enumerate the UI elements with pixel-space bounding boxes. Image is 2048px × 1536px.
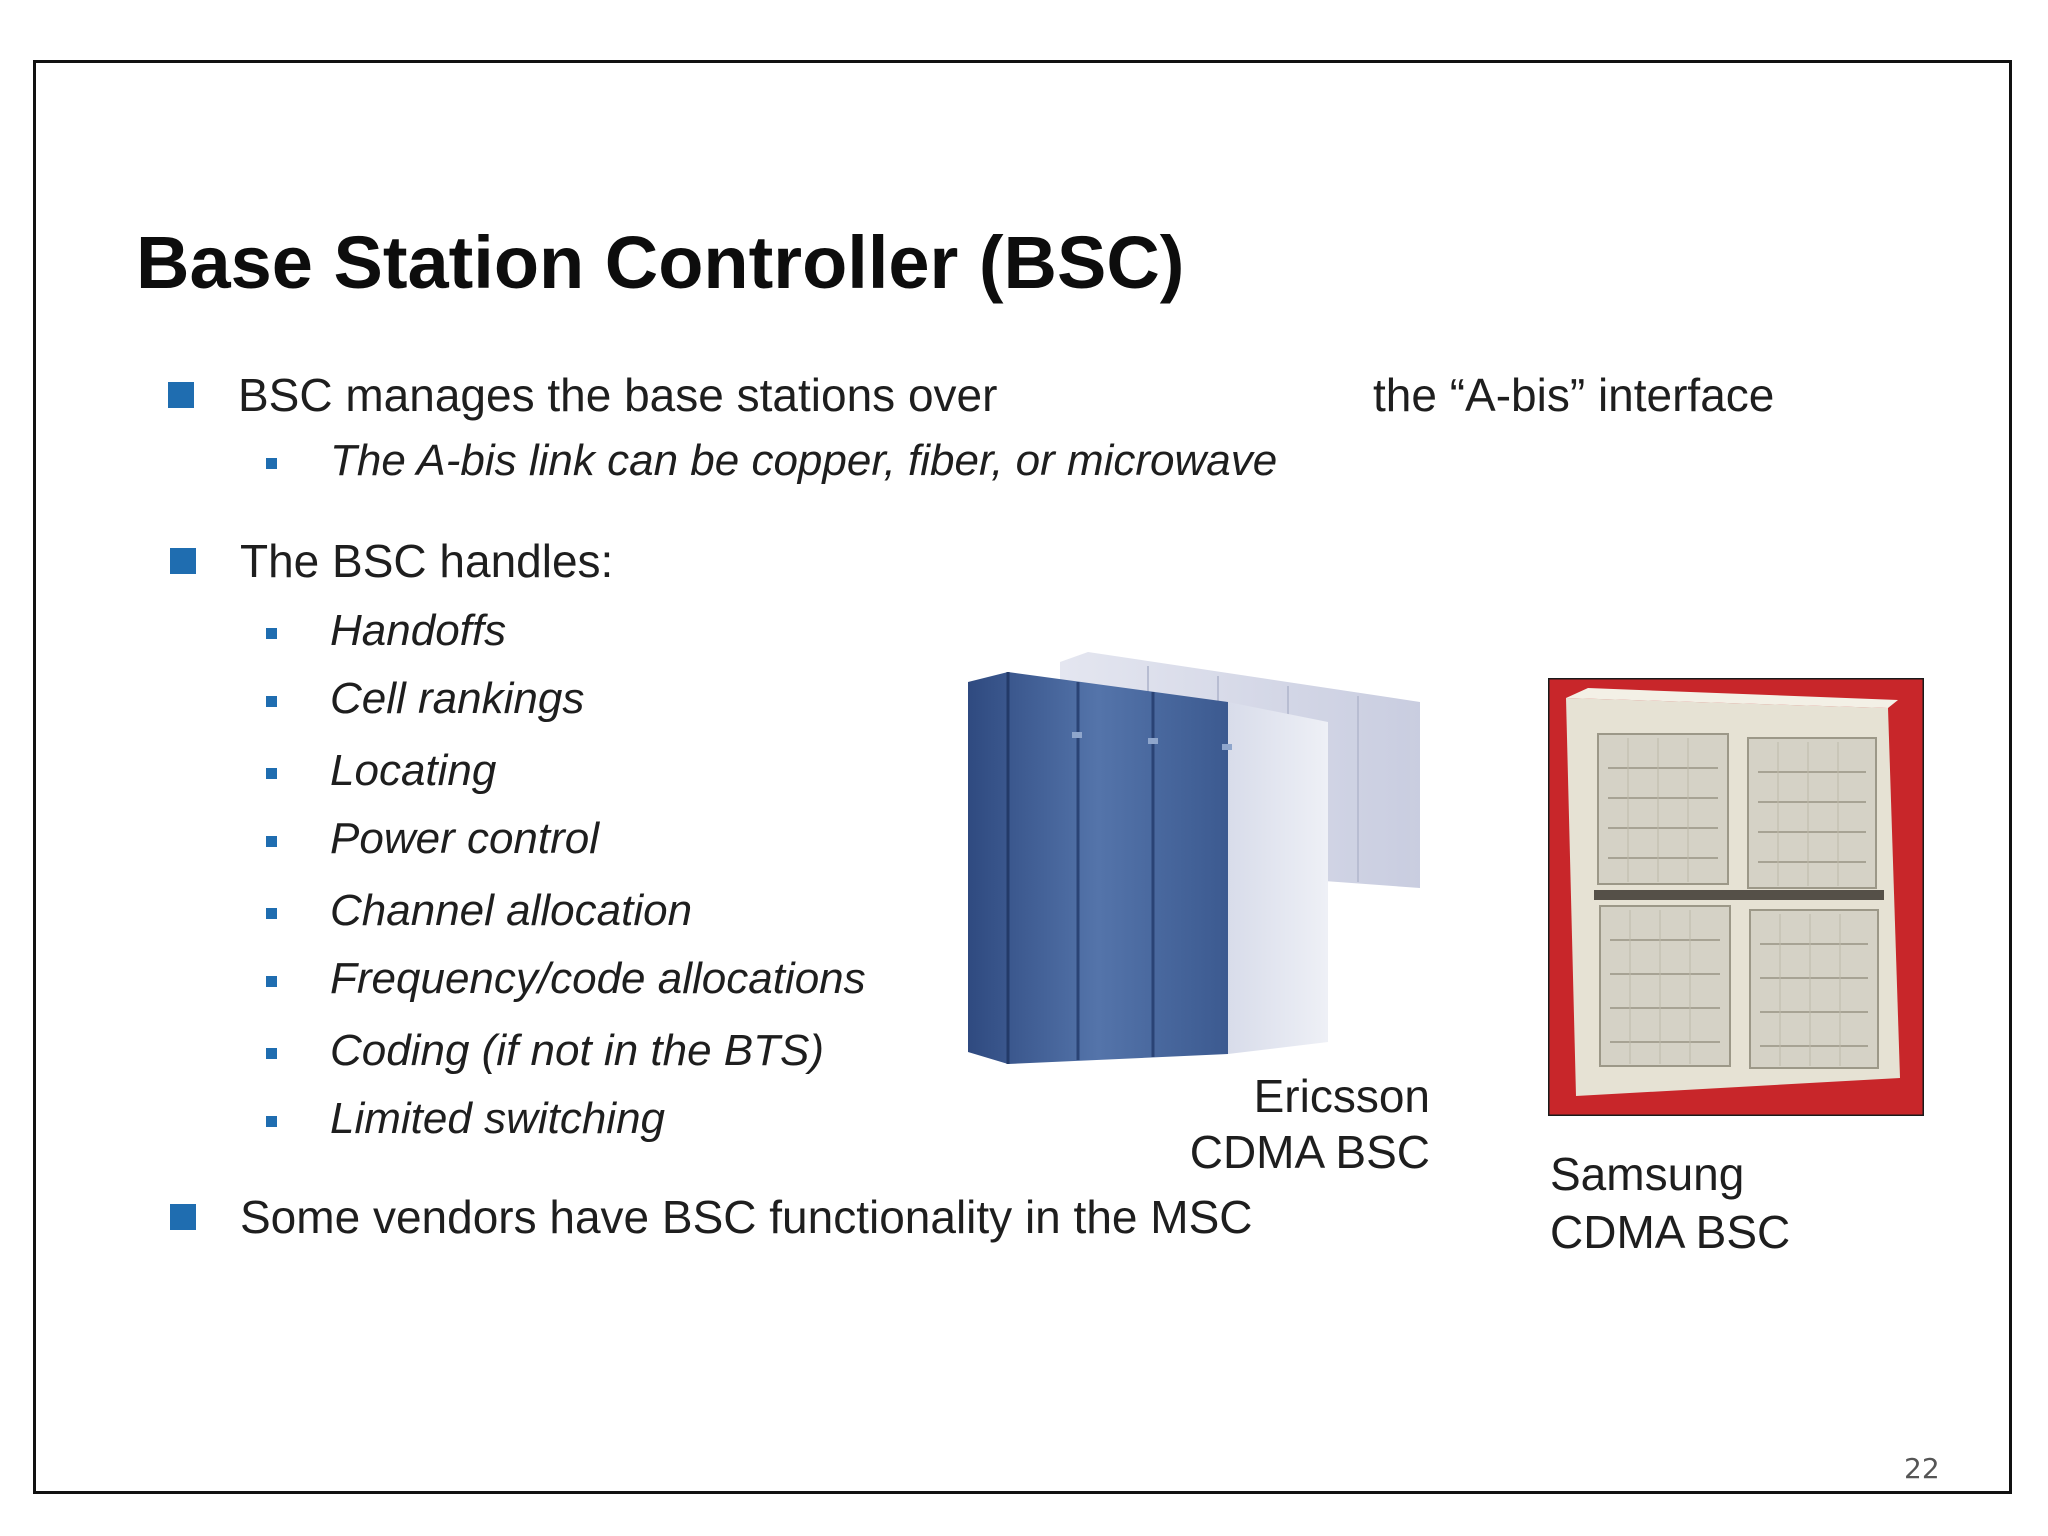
sub-bullet-dot-icon [266,1116,277,1127]
bullet-2: The BSC handles: [170,534,614,588]
sub-bullet-text: Coding (if not in the BTS) [330,1026,825,1075]
sub-bullet-dot-icon [266,976,277,987]
sub-bullet-locating: Locating [266,746,497,796]
samsung-caption-line1: Samsung [1550,1148,1745,1200]
front-cabinet-row [968,672,1228,1064]
bullet-1: BSC manages the base stations over [168,368,998,422]
sub-bullet-dot-icon [266,696,277,707]
sub-bullet-dot-icon [266,836,277,847]
samsung-caption-line2: CDMA BSC [1550,1206,1791,1258]
bullet-1-continuation: the “A-bis” interface [1373,369,1775,421]
sub-bullet-text: Frequency/code allocations [330,954,866,1003]
sub-bullet-text: Channel allocation [330,886,693,935]
sub-bullet-frequency-code: Frequency/code allocations [266,954,866,1004]
bullet-2-text: The BSC handles: [240,535,614,587]
page-number: 22 [1904,1452,1940,1485]
sub-bullet-text: Power control [330,814,600,863]
sub-bullet-text: Cell rankings [330,674,585,723]
sub-bullet-limited-switching: Limited switching [266,1094,666,1144]
sub-bullet-dot-icon [266,768,277,779]
sub-bullet-power-control: Power control [266,814,600,864]
slide-title: Base Station Controller (BSC) [136,221,1185,304]
sub-bullet-dot-icon [266,458,277,469]
sub-bullet-coding: Coding (if not in the BTS) [266,1026,825,1076]
sub-bullet-dot-icon [266,1048,277,1059]
samsung-bsc-image [1548,678,1924,1116]
sub-bullet-handoffs: Handoffs [266,606,507,656]
sub-bullet-text: The A-bis link can be copper, fiber, or … [330,436,1278,485]
ericsson-bsc-image [968,652,1420,1064]
sub-bullet-text: Handoffs [330,606,507,655]
bullet-square-icon [170,1204,196,1230]
ericsson-caption-line1: Ericsson [1253,1070,1430,1122]
sub-bullet-abis-link: The A-bis link can be copper, fiber, or … [266,436,1278,486]
bullet-1-text: BSC manages the base stations over [238,369,998,421]
bullet-3: Some vendors have BSC functionality in t… [170,1190,1253,1244]
sub-bullet-text: Limited switching [330,1094,666,1143]
bullet-3-text: Some vendors have BSC functionality in t… [240,1191,1253,1243]
ericsson-caption-line2: CDMA BSC [1189,1126,1430,1178]
front-cabinet-side [1228,702,1328,1054]
sub-bullet-dot-icon [266,628,277,639]
sub-bullet-dot-icon [266,908,277,919]
sub-bullet-text: Locating [330,746,497,795]
bullet-square-icon [170,548,196,574]
sub-bullet-cell-rankings: Cell rankings [266,674,585,724]
sub-bullet-channel-allocation: Channel allocation [266,886,693,936]
bullet-square-icon [168,382,194,408]
